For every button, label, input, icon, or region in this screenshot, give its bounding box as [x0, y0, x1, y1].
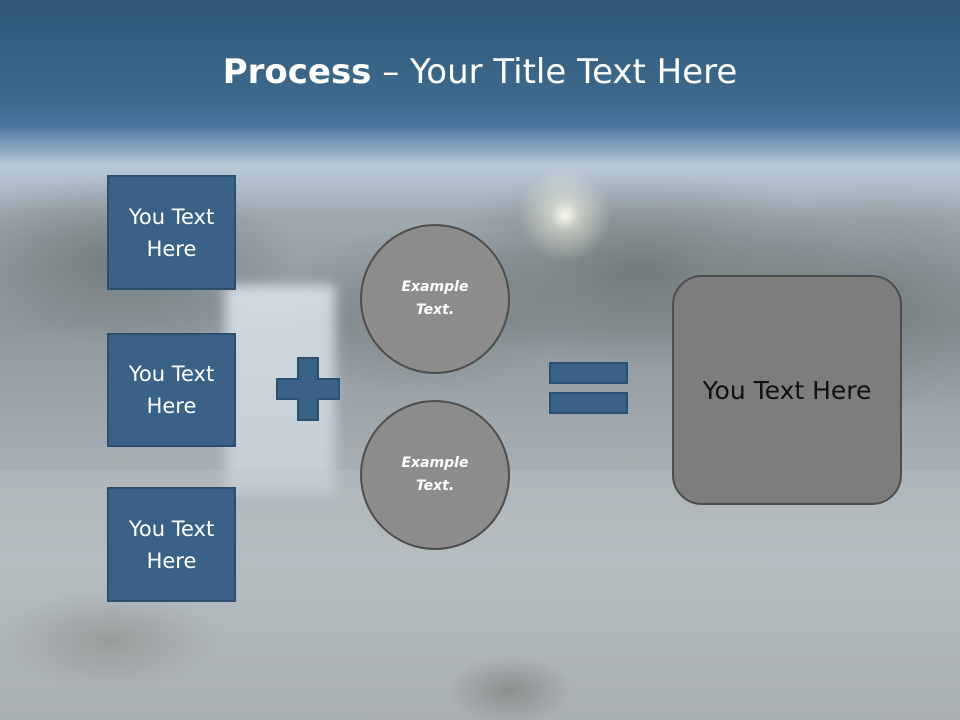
slide-title[interactable]: Process – Your Title Text Here — [0, 52, 960, 92]
equals-icon — [549, 362, 628, 414]
plus-icon — [276, 357, 340, 421]
example-circle-1[interactable]: Example Text. — [360, 224, 510, 374]
result-box[interactable]: You Text Here — [672, 275, 902, 505]
title-regular-part: – Your Title Text Here — [371, 52, 738, 92]
example-circle-2-text: Example Text. — [401, 455, 469, 494]
input-box-3[interactable]: You Text Here — [107, 487, 236, 602]
input-box-2[interactable]: You Text Here — [107, 333, 236, 447]
result-box-text: You Text Here — [702, 375, 872, 405]
background-rocks — [0, 570, 620, 720]
background-sun — [510, 160, 620, 270]
title-bold-part: Process — [222, 52, 372, 92]
input-box-2-text: You Text Here — [128, 362, 215, 418]
input-box-1[interactable]: You Text Here — [107, 175, 236, 290]
example-circle-1-text: Example Text. — [401, 279, 469, 318]
input-box-3-text: You Text Here — [128, 516, 215, 573]
example-circle-2[interactable]: Example Text. — [360, 400, 510, 550]
input-box-1-text: You Text Here — [128, 204, 215, 261]
